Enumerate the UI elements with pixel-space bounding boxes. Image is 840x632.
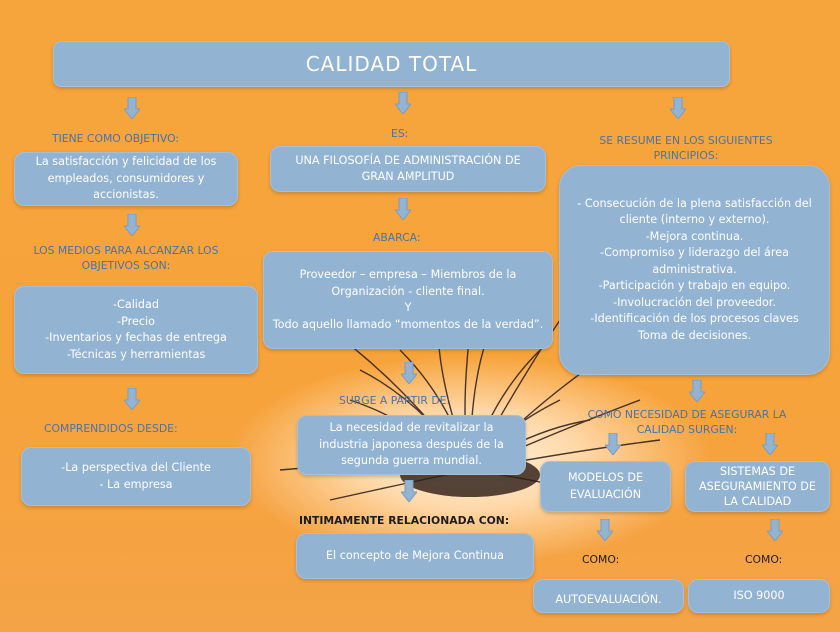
principle-item: -Mejora continua.	[645, 229, 744, 243]
down-arrow-icon	[670, 97, 686, 119]
is-label: ES:	[391, 127, 409, 140]
is-box: UNA FILOSOFÍA DE ADMINISTRACIÓN DE GRAN …	[270, 146, 546, 192]
down-arrow-icon	[401, 480, 417, 502]
como-right-label: COMO:	[745, 553, 783, 566]
como-left-label: COMO:	[582, 553, 620, 566]
down-arrow-icon	[597, 519, 613, 541]
down-arrow-icon	[401, 362, 417, 384]
principle-item: - Consecución de la plena satisfacción d…	[577, 196, 812, 227]
means-item: -Técnicas y herramientas	[66, 347, 206, 361]
principle-item: -Compromiso y liderazgo del área adminis…	[600, 246, 789, 276]
principles-label: SE RESUME EN LOS SIGUIENTES PRINCIPIOS:	[599, 134, 773, 162]
arises-box: La necesidad de revitalizar la industria…	[297, 415, 526, 475]
down-arrow-icon	[767, 519, 783, 541]
systems-box: SISTEMAS DE ASEGURAMIENTO DE LA CALIDAD	[685, 461, 830, 512]
iso-box: ISO 9000	[688, 579, 830, 613]
down-arrow-icon	[605, 433, 621, 455]
means-item: -Calidad	[113, 298, 159, 311]
covers-line: Proveedor – empresa – Miembros de la Org…	[299, 268, 517, 298]
self-eval-box: AUTOEVALUACIÓN.	[533, 579, 684, 613]
down-arrow-icon	[124, 388, 140, 410]
understood-item: -La perspectiva del Cliente	[61, 461, 211, 474]
need-label: COMO NECESIDAD DE ASEGURAR LA CALIDAD SU…	[587, 408, 787, 436]
means-label: LOS MEDIOS PARA ALCANZAR LOS OBJETIVOS S…	[33, 244, 219, 272]
down-arrow-icon	[395, 198, 411, 220]
down-arrow-icon	[395, 92, 411, 114]
principle-item: -Involucración del proveedor.	[613, 295, 776, 309]
title-box: CALIDAD TOTAL	[53, 41, 730, 87]
down-arrow-icon	[762, 433, 778, 455]
arises-label: SURGE A PARTIR DE:	[339, 394, 451, 407]
understood-label: COMPRENDIDOS DESDE:	[44, 422, 178, 435]
related-box: El concepto de Mejora Continua	[296, 533, 534, 579]
principle-item: -Participación y trabajo en equipo.	[598, 279, 791, 293]
down-arrow-icon	[124, 214, 140, 236]
down-arrow-icon	[689, 380, 705, 402]
covers-line: Todo aquello llamado “momentos de la ver…	[272, 317, 544, 331]
covers-line: Y	[404, 301, 412, 314]
means-item: -Precio	[117, 314, 155, 328]
principles-box: - Consecución de la plena satisfacción d…	[559, 165, 830, 375]
down-arrow-icon	[124, 97, 140, 119]
models-box: MODELOS DE EVALUACIÓN	[540, 461, 671, 512]
means-item: -Inventarios y fechas de entrega	[45, 331, 227, 344]
objective-label: TIENE COMO OBJETIVO:	[52, 132, 180, 145]
title-text: CALIDAD TOTAL	[305, 51, 478, 76]
related-label: INTIMAMENTE RELACIONADA CON:	[299, 514, 510, 527]
principle-item: Toma de decisiones.	[637, 328, 751, 342]
understood-item: - La empresa	[99, 477, 173, 491]
understood-box: -La perspectiva del Cliente - La empresa	[21, 447, 251, 506]
objective-box: La satisfacción y felicidad de los emple…	[14, 152, 238, 206]
covers-label: ABARCA:	[373, 231, 421, 244]
means-box: -Calidad -Precio -Inventarios y fechas d…	[14, 286, 258, 374]
principle-item: -Identificación de los procesos claves	[590, 312, 799, 326]
covers-box: Proveedor – empresa – Miembros de la Org…	[263, 251, 553, 349]
